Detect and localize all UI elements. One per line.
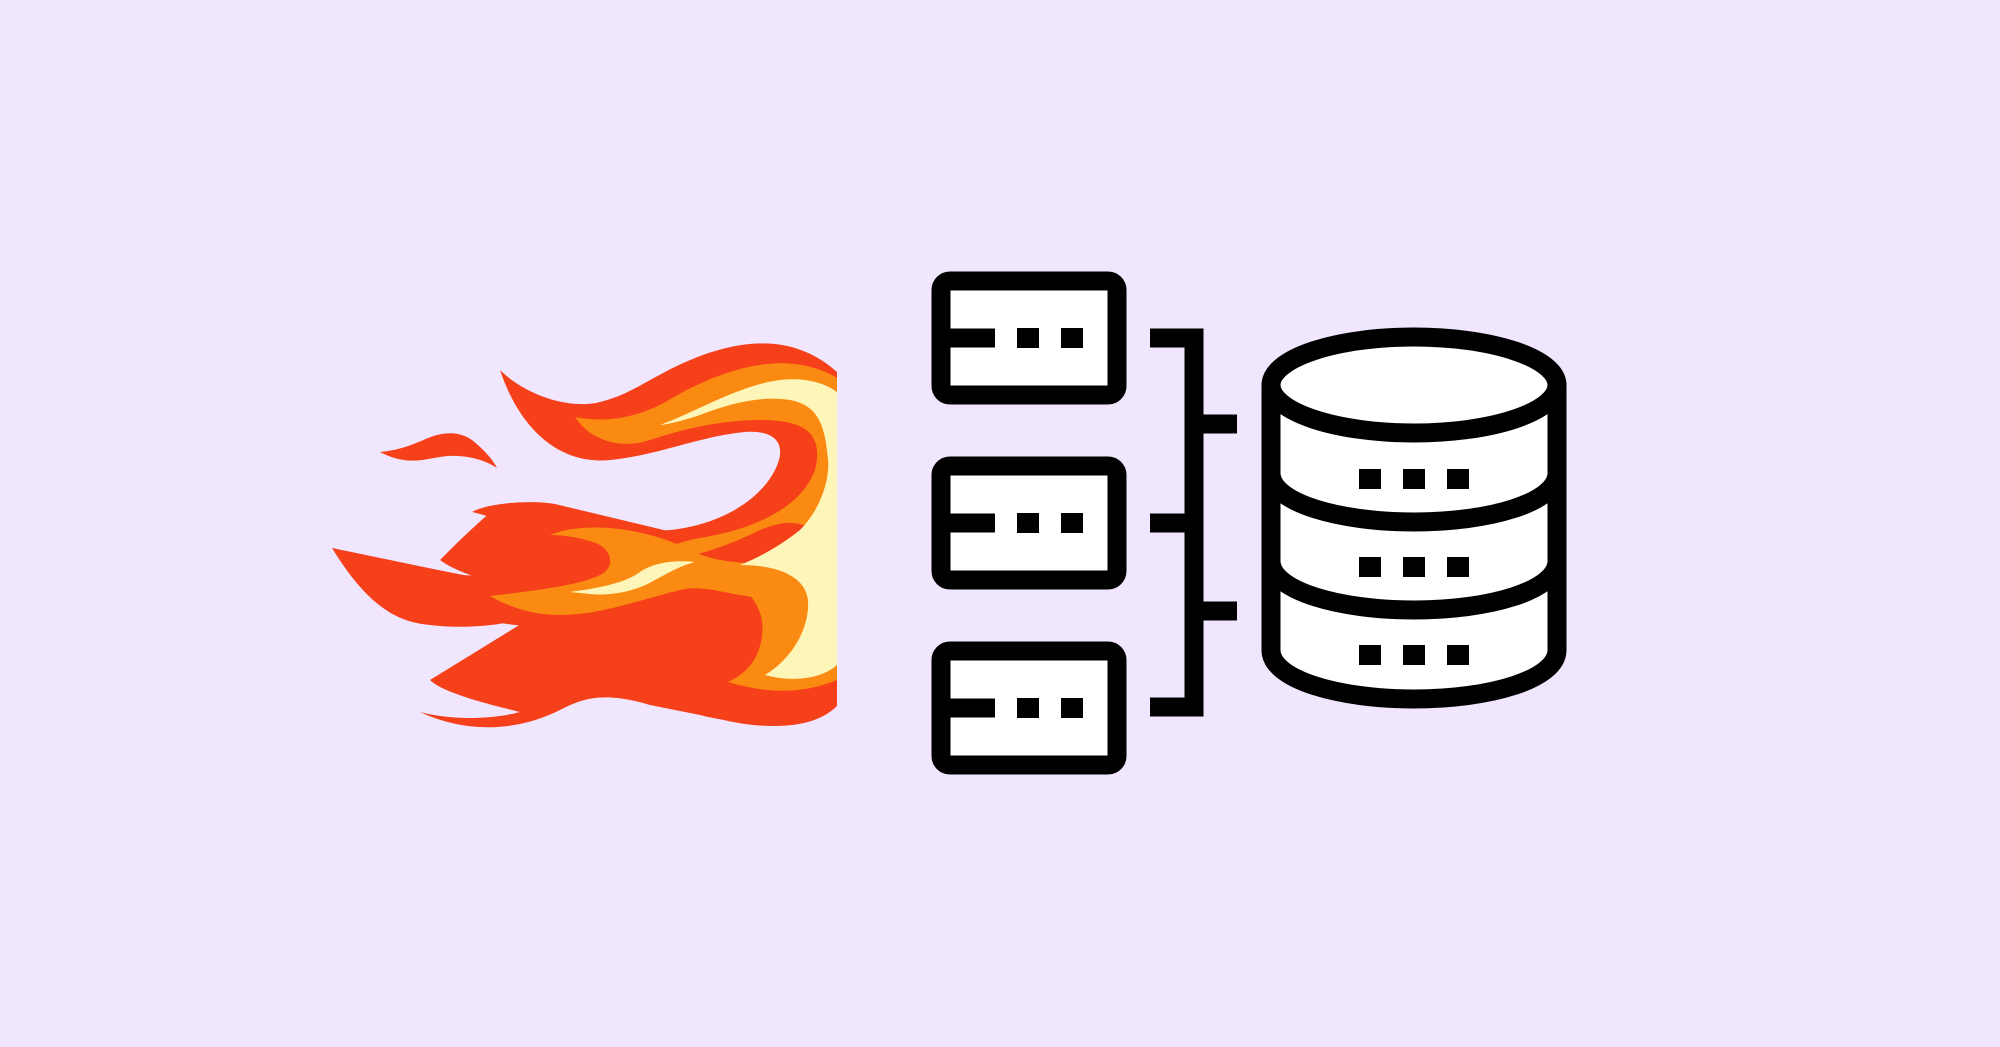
server-2-light-2: [1061, 513, 1083, 533]
server-unit-1: [931, 271, 1127, 405]
flame-inner-core: [660, 379, 837, 679]
flame-wisp-bottom: [515, 650, 652, 674]
flame-upper-middle: [575, 363, 837, 560]
server-3-light-1: [1017, 698, 1039, 718]
database-segment-3-lights: [1359, 645, 1469, 665]
server-rack-icon: [931, 271, 1127, 775]
server-2-light-1: [1017, 513, 1039, 533]
flame-middle-outer: [332, 502, 837, 654]
database-ring-2: [1261, 559, 1567, 620]
server-unit-2: [931, 456, 1127, 590]
database-body: [1261, 385, 1567, 709]
database-top: [1261, 327, 1567, 443]
database-segment-2-lights: [1359, 557, 1469, 577]
flame-icon: [332, 343, 837, 728]
server-3-light-2: [1061, 698, 1083, 718]
database-segment-1-lights: [1359, 469, 1469, 489]
server-unit-3: [931, 641, 1127, 775]
flame-wisp-top: [380, 433, 497, 468]
connector-bracket-icon: [1150, 328, 1237, 717]
server-1-light-1: [1017, 328, 1039, 348]
database-ring-1: [1261, 471, 1567, 532]
flame-inner-streak: [570, 561, 695, 595]
database-cylinder-icon: [1261, 327, 1567, 709]
server-1-light-2: [1061, 328, 1083, 348]
